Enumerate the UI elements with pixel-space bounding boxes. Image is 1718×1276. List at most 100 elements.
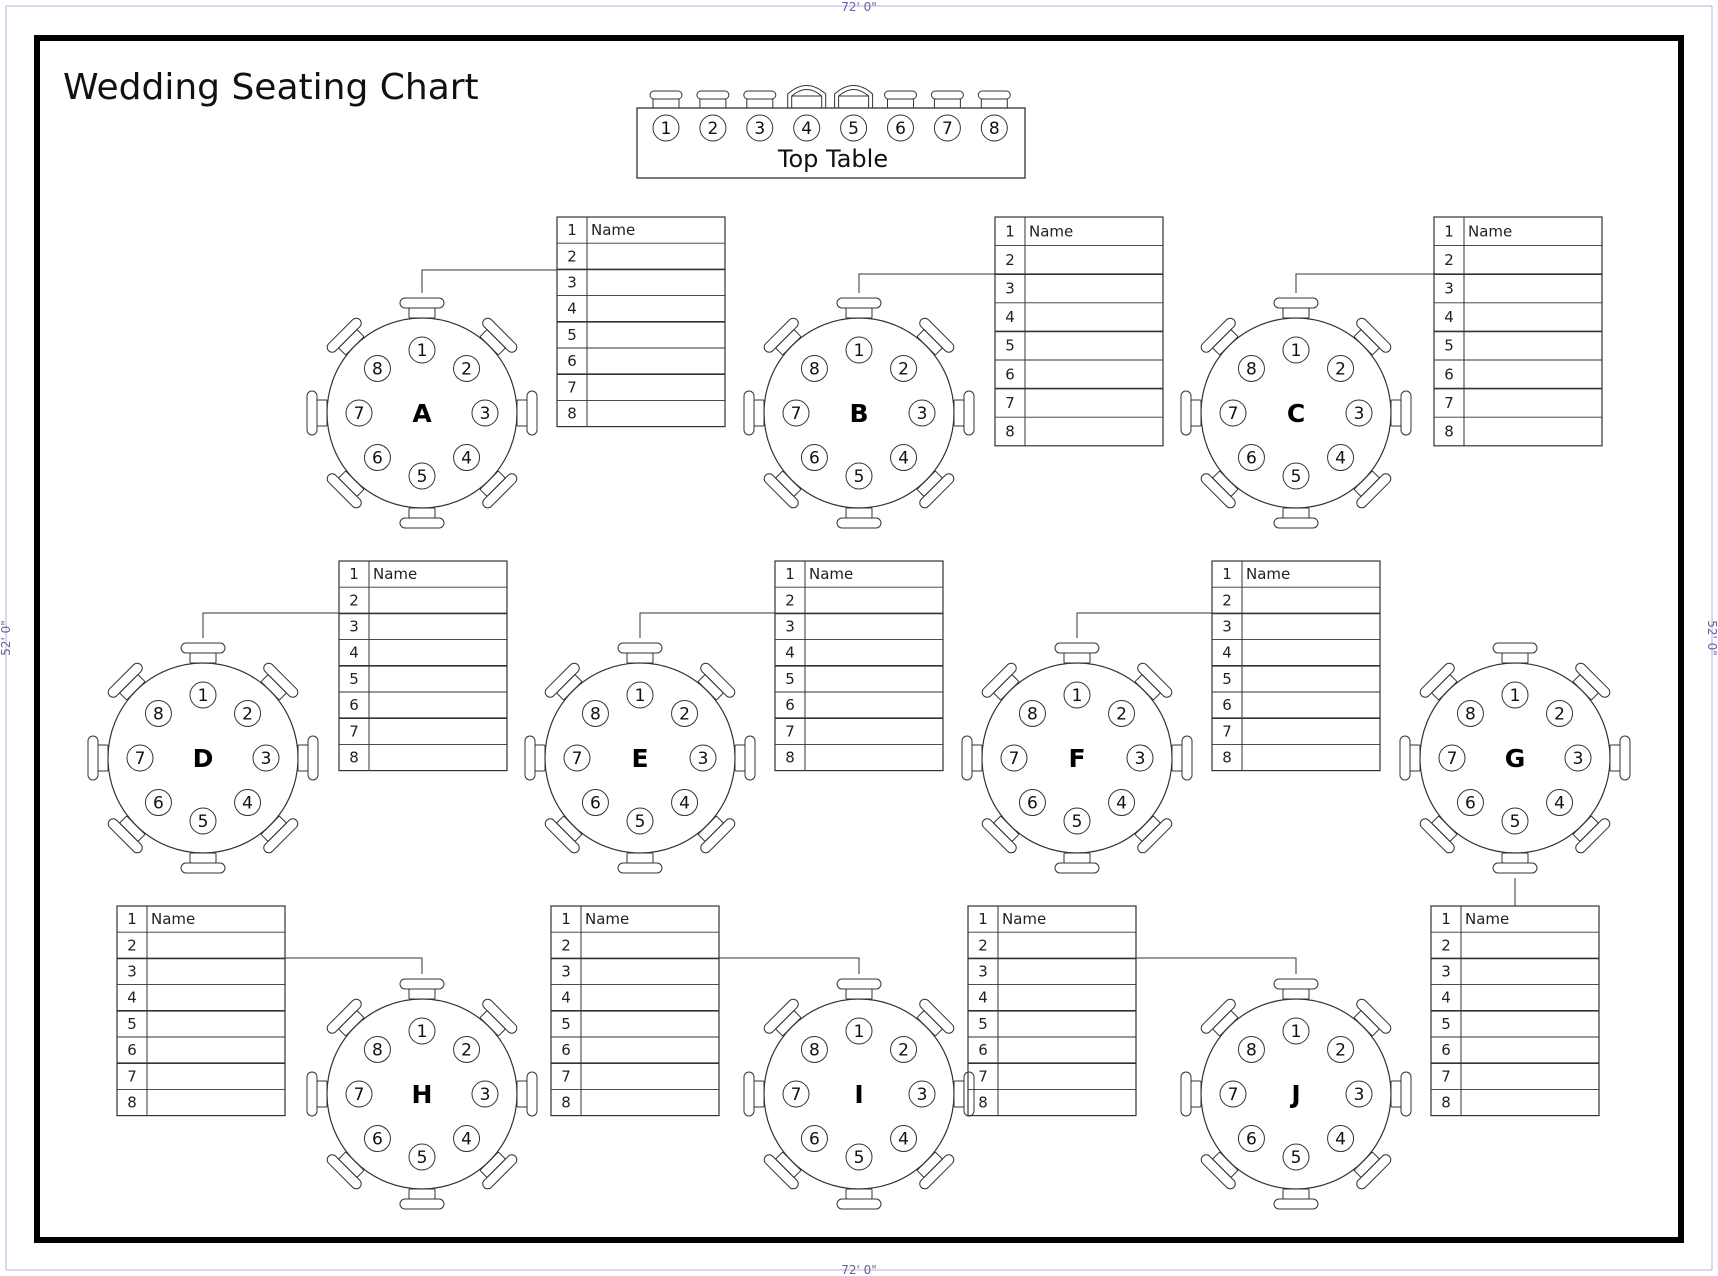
- name-entry-cell[interactable]: [1465, 390, 1601, 417]
- name-entry-cell[interactable]: [582, 933, 718, 957]
- name-entry-cell[interactable]: [806, 719, 942, 743]
- seat-marker[interactable]: 6: [363, 1125, 391, 1153]
- seat-marker[interactable]: 8: [363, 354, 391, 382]
- seat-marker[interactable]: 7: [1219, 399, 1247, 427]
- name-entry-cell[interactable]: [148, 1012, 284, 1036]
- seat-marker[interactable]: 8: [144, 699, 172, 727]
- top-table-seat[interactable]: 5: [834, 85, 874, 142]
- seat-marker[interactable]: 1: [408, 336, 436, 364]
- seat-marker[interactable]: 8: [1237, 1035, 1265, 1063]
- name-entry-cell[interactable]: [1243, 641, 1379, 665]
- name-entry-cell[interactable]: [1026, 275, 1162, 302]
- top-table-seat[interactable]: 4: [787, 85, 827, 142]
- seat-marker[interactable]: 6: [144, 789, 172, 817]
- seat-marker[interactable]: 4: [1327, 1125, 1355, 1153]
- seat-marker[interactable]: 7: [1000, 744, 1028, 772]
- seat-marker[interactable]: 3: [908, 1080, 936, 1108]
- seat-marker[interactable]: 3: [1564, 744, 1592, 772]
- seat-marker[interactable]: 8: [1237, 354, 1265, 382]
- name-entry-cell[interactable]: [806, 614, 942, 638]
- name-entry-cell[interactable]: [1243, 745, 1379, 769]
- seat-marker[interactable]: 2: [1108, 699, 1136, 727]
- seat-marker[interactable]: 4: [1327, 444, 1355, 472]
- seat-marker[interactable]: 8: [581, 699, 609, 727]
- name-entry-cell[interactable]: [582, 1012, 718, 1036]
- seat-marker[interactable]: 6: [800, 1125, 828, 1153]
- seat-marker[interactable]: 6: [581, 789, 609, 817]
- seat-marker[interactable]: 2: [890, 1035, 918, 1063]
- name-entry-cell[interactable]: [1462, 986, 1598, 1010]
- name-entry-cell[interactable]: [582, 959, 718, 983]
- name-entry-cell[interactable]: [1465, 275, 1601, 302]
- seat-marker[interactable]: 1: [1501, 681, 1529, 709]
- seat-marker[interactable]: 3: [689, 744, 717, 772]
- name-entry-cell[interactable]: [148, 933, 284, 957]
- seat-marker[interactable]: 8: [1018, 699, 1046, 727]
- top-table-seat[interactable]: 2: [696, 90, 730, 142]
- seat-marker[interactable]: 2: [671, 699, 699, 727]
- name-entry-cell[interactable]: [999, 1038, 1135, 1062]
- seat-marker[interactable]: 8: [1456, 699, 1484, 727]
- name-entry-cell[interactable]: [1026, 332, 1162, 359]
- seat-marker[interactable]: 5: [1063, 807, 1091, 835]
- name-entry-cell[interactable]: [582, 986, 718, 1010]
- seat-marker[interactable]: 3: [1345, 399, 1373, 427]
- seat-marker[interactable]: 8: [800, 354, 828, 382]
- seat-marker[interactable]: 6: [1237, 444, 1265, 472]
- name-entry-cell[interactable]: [999, 933, 1135, 957]
- seat-marker[interactable]: 4: [1546, 789, 1574, 817]
- name-entry-cell[interactable]: [370, 614, 506, 638]
- seat-marker[interactable]: 8: [363, 1035, 391, 1063]
- top-table-seat[interactable]: 7: [930, 90, 964, 142]
- seat-marker[interactable]: 4: [890, 1125, 918, 1153]
- seat-marker[interactable]: 7: [782, 399, 810, 427]
- name-entry-cell[interactable]: [582, 1064, 718, 1088]
- name-entry-cell[interactable]: [582, 1038, 718, 1062]
- name-entry-cell[interactable]: [588, 297, 724, 321]
- seat-marker[interactable]: 5: [626, 807, 654, 835]
- name-entry-cell[interactable]: [1026, 361, 1162, 388]
- name-entry-cell[interactable]: [1462, 959, 1598, 983]
- seat-marker[interactable]: 3: [908, 399, 936, 427]
- name-entry-cell[interactable]: [999, 1090, 1135, 1114]
- seat-marker[interactable]: 5: [408, 462, 436, 490]
- seat-marker[interactable]: 2: [890, 354, 918, 382]
- seat-marker[interactable]: 7: [345, 399, 373, 427]
- name-entry-cell[interactable]: [1462, 1064, 1598, 1088]
- name-entry-cell[interactable]: [1026, 247, 1162, 274]
- seat-marker[interactable]: 5: [845, 462, 873, 490]
- seat-marker[interactable]: 1: [408, 1017, 436, 1045]
- seat-marker[interactable]: 1: [189, 681, 217, 709]
- seat-marker[interactable]: 4: [890, 444, 918, 472]
- name-entry-cell[interactable]: [1465, 247, 1601, 274]
- seat-marker[interactable]: 5: [1282, 1143, 1310, 1171]
- seat-marker[interactable]: 7: [563, 744, 591, 772]
- seat-marker[interactable]: 2: [1327, 1035, 1355, 1063]
- name-entry-cell[interactable]: [1243, 719, 1379, 743]
- name-entry-cell[interactable]: [999, 986, 1135, 1010]
- seat-marker[interactable]: 7: [345, 1080, 373, 1108]
- seat-marker[interactable]: 7: [1219, 1080, 1247, 1108]
- seat-marker[interactable]: 2: [1327, 354, 1355, 382]
- name-entry-cell[interactable]: [1026, 418, 1162, 445]
- name-entry-cell[interactable]: [370, 693, 506, 717]
- name-entry-cell[interactable]: [1243, 588, 1379, 612]
- name-entry-cell[interactable]: [806, 745, 942, 769]
- top-table-seat[interactable]: 1: [649, 90, 683, 142]
- name-entry-cell[interactable]: [148, 986, 284, 1010]
- seat-marker[interactable]: 5: [1282, 462, 1310, 490]
- seat-marker[interactable]: 1: [1282, 1017, 1310, 1045]
- seat-marker[interactable]: 4: [1108, 789, 1136, 817]
- seat-marker[interactable]: 1: [845, 336, 873, 364]
- name-entry-cell[interactable]: [370, 745, 506, 769]
- seat-marker[interactable]: 1: [1282, 336, 1310, 364]
- seat-marker[interactable]: 3: [1345, 1080, 1373, 1108]
- name-entry-cell[interactable]: [1243, 614, 1379, 638]
- seat-marker[interactable]: 4: [234, 789, 262, 817]
- name-entry-cell[interactable]: [370, 641, 506, 665]
